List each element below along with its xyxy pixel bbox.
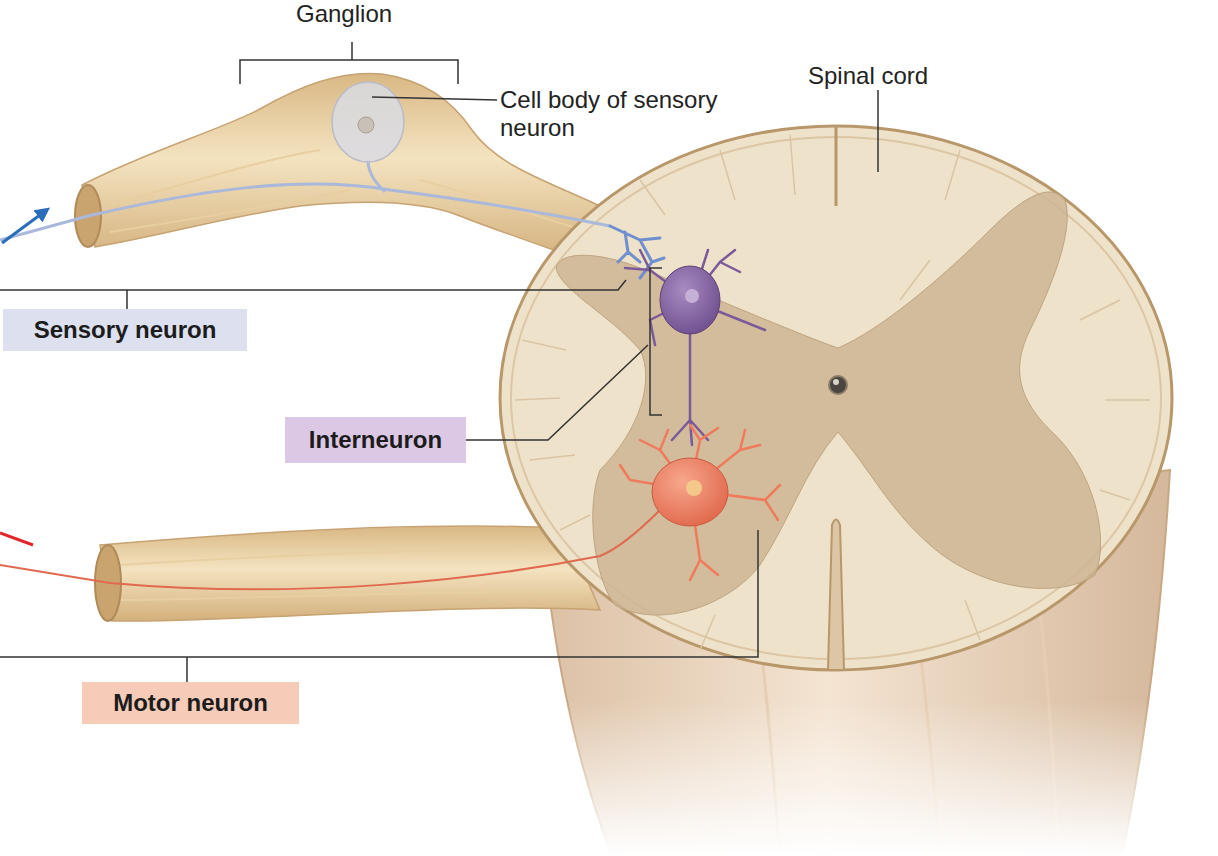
interneuron-cell-body xyxy=(660,266,720,334)
sensory-nucleus xyxy=(358,117,374,133)
white-matter xyxy=(500,126,1172,670)
sensory-axon xyxy=(0,184,610,240)
neuron-label-box: Motor neuron xyxy=(82,682,299,724)
striation xyxy=(1080,300,1120,320)
striation xyxy=(515,398,560,400)
central-canal xyxy=(829,376,847,394)
leader-line xyxy=(372,97,497,100)
box-label: Interneuron xyxy=(309,426,442,454)
interneuron-bracket xyxy=(466,268,662,440)
striation xyxy=(965,600,980,640)
leader-line xyxy=(0,530,758,682)
striation xyxy=(700,615,715,650)
root-striation xyxy=(120,550,585,600)
anterior-median-fissure xyxy=(828,520,844,671)
motor-dendrites xyxy=(620,425,780,580)
motor-axon xyxy=(0,510,660,589)
striation xyxy=(1105,399,1150,401)
posterior-median-sulcus xyxy=(835,126,838,206)
part-label: Cell body of sensory neuron xyxy=(500,86,780,142)
striation xyxy=(720,150,735,200)
neuron-label-box: Sensory neuron xyxy=(3,309,247,351)
box-label: Sensory neuron xyxy=(34,316,217,344)
striation xyxy=(522,340,566,350)
motor-nucleus xyxy=(686,480,702,496)
striation xyxy=(640,180,665,215)
sensory-axon-stem xyxy=(368,160,385,192)
ganglion-bracket xyxy=(240,42,458,84)
neuron-label-box: Interneuron xyxy=(285,417,466,463)
impulse-arrow-motor xyxy=(0,533,33,545)
central-canal-highlight xyxy=(833,379,839,385)
ventral-root xyxy=(100,526,600,621)
leader-line xyxy=(0,280,626,309)
impulse-arrow xyxy=(2,212,44,243)
striation xyxy=(790,135,795,195)
striation xyxy=(945,150,960,200)
sensory-cell-body xyxy=(332,82,404,162)
leader-line xyxy=(877,90,879,172)
cord-fade xyxy=(540,700,1180,856)
striation xyxy=(1100,490,1130,500)
striation xyxy=(530,455,575,460)
root-striation xyxy=(110,150,600,235)
leader-lines xyxy=(0,42,878,682)
grey-matter xyxy=(556,192,1101,615)
interneuron-nucleus xyxy=(685,289,699,303)
motor-cell-body xyxy=(652,458,728,526)
striation xyxy=(560,515,590,530)
part-label: Spinal cord xyxy=(808,62,968,90)
box-label: Motor neuron xyxy=(113,689,268,717)
part-label: Ganglion xyxy=(296,0,456,28)
